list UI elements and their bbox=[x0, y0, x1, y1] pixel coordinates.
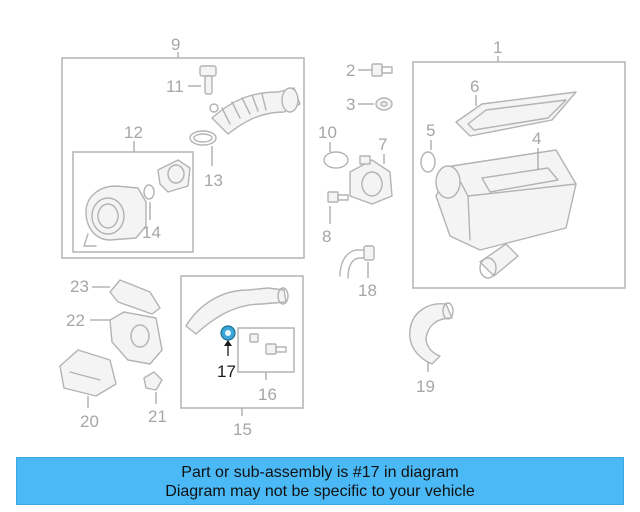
callout-17[interactable]: 17 bbox=[217, 362, 236, 381]
group-box-1 bbox=[412, 61, 626, 289]
callout-12[interactable]: 12 bbox=[124, 123, 143, 142]
info-banner: Part or sub-assembly is #17 in diagram D… bbox=[16, 457, 624, 505]
callout-1[interactable]: 1 bbox=[493, 38, 502, 57]
part-10-clamp bbox=[323, 151, 349, 169]
part-21-grommet bbox=[143, 371, 163, 391]
callout-23[interactable]: 23 bbox=[70, 277, 89, 296]
part-2-bolt bbox=[371, 63, 393, 77]
callout-9[interactable]: 9 bbox=[171, 35, 180, 54]
part-13-clamp bbox=[189, 130, 217, 146]
callout-7[interactable]: 7 bbox=[378, 135, 387, 154]
part-22-resonator bbox=[109, 311, 163, 365]
callout-21[interactable]: 21 bbox=[148, 407, 167, 426]
part-11-clip bbox=[199, 65, 217, 95]
part-4-air-cleaner-housing bbox=[435, 149, 577, 279]
part-8-bolt bbox=[327, 191, 349, 203]
part-12-mass-airflow-housing bbox=[83, 185, 147, 247]
callout-3[interactable]: 3 bbox=[346, 95, 355, 114]
callout-13[interactable]: 13 bbox=[204, 171, 223, 190]
part-7-airflow-meter bbox=[349, 155, 393, 205]
callout-15[interactable]: 15 bbox=[233, 420, 252, 439]
callout-16[interactable]: 16 bbox=[258, 385, 277, 404]
part-6-air-filter bbox=[455, 91, 577, 137]
part-14-o-ring bbox=[143, 184, 155, 200]
part-17-clip bbox=[220, 325, 236, 341]
banner-line-2: Diagram may not be specific to your vehi… bbox=[165, 483, 475, 500]
callout-14[interactable]: 14 bbox=[142, 223, 161, 242]
callout-18[interactable]: 18 bbox=[358, 281, 377, 300]
part-18-hose bbox=[339, 245, 375, 279]
callout-22[interactable]: 22 bbox=[66, 311, 85, 330]
callout-8[interactable]: 8 bbox=[322, 227, 331, 246]
banner-line-1: Part or sub-assembly is #17 in diagram bbox=[181, 464, 459, 481]
callout-20[interactable]: 20 bbox=[80, 412, 99, 431]
callout-19[interactable]: 19 bbox=[416, 377, 435, 396]
callout-10[interactable]: 10 bbox=[318, 123, 337, 142]
callout-6[interactable]: 6 bbox=[470, 77, 479, 96]
part-20-bracket bbox=[59, 349, 117, 397]
callout-4[interactable]: 4 bbox=[532, 129, 541, 148]
callout-2[interactable]: 2 bbox=[346, 61, 355, 80]
part-5-seal bbox=[420, 151, 436, 173]
group-box-9 bbox=[61, 57, 305, 259]
parts-diagram: 9 1 12 11 13 14 2 bbox=[59, 35, 626, 439]
part-19-hose bbox=[409, 302, 454, 365]
part-3-washer bbox=[375, 97, 393, 111]
intake-duct bbox=[209, 87, 301, 135]
part-12-sensor-adapter bbox=[157, 159, 191, 193]
part-16-bolts bbox=[249, 333, 287, 355]
callout-5[interactable]: 5 bbox=[426, 121, 435, 140]
group-box-12 bbox=[72, 151, 194, 253]
part-15-intake-duct bbox=[185, 287, 289, 335]
part-23-cover bbox=[109, 279, 161, 315]
callout-11[interactable]: 11 bbox=[166, 77, 184, 96]
